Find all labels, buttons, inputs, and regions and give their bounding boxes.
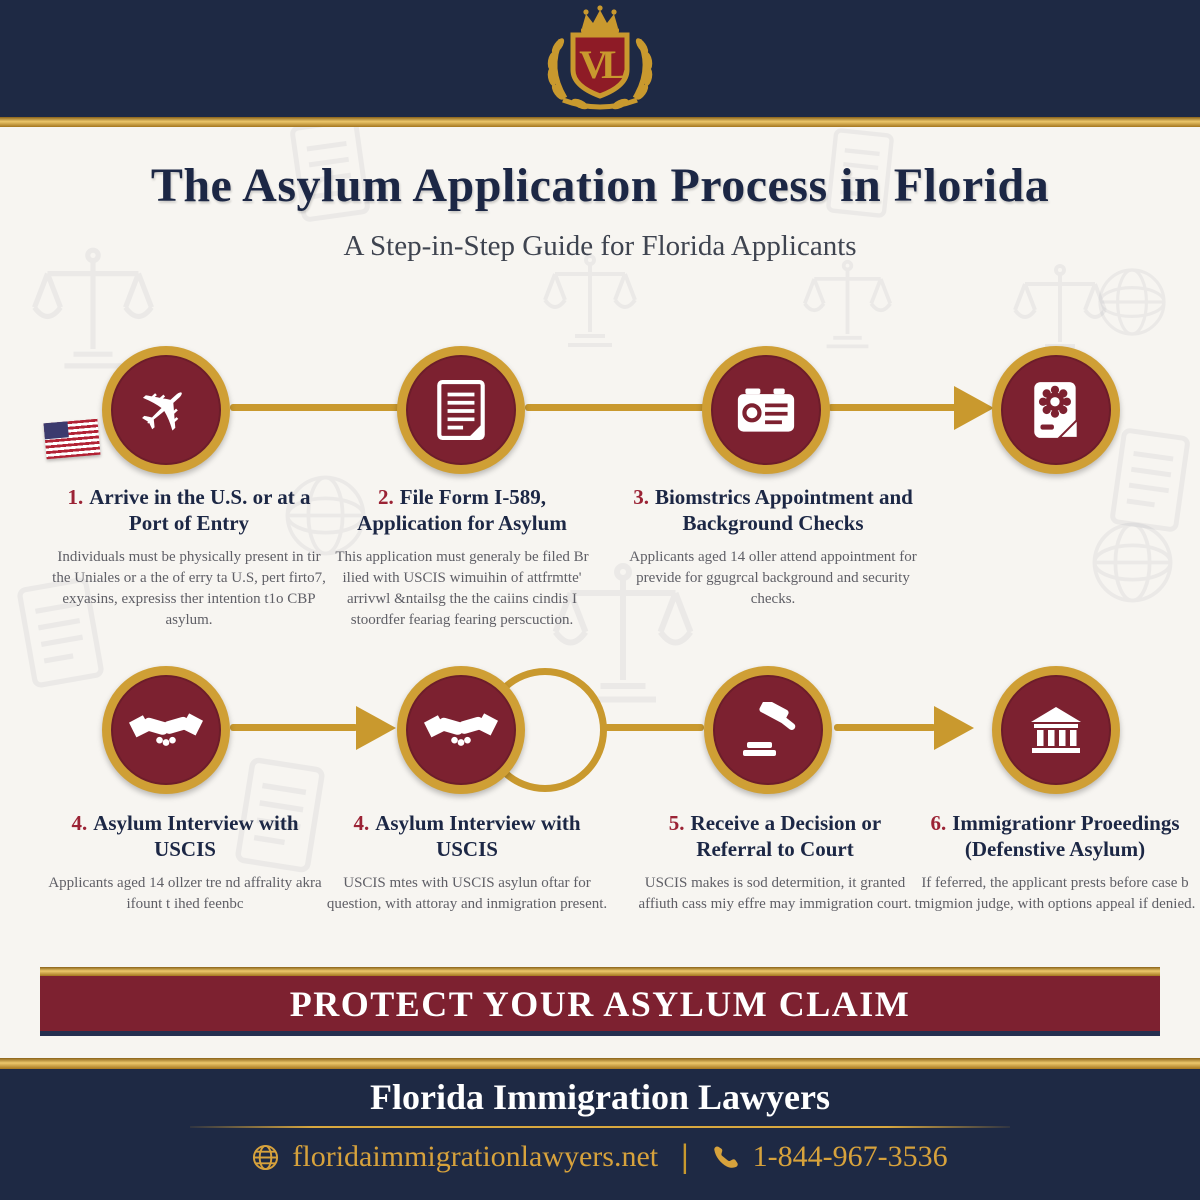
courthouse-icon [1031,707,1081,753]
step-title: 5.Receive a Decision or Referral to Cour… [668,811,882,862]
handshake-icon [129,713,203,746]
banner-gold-trim [40,967,1160,976]
document-icon [437,380,485,440]
phone-number[interactable]: 1-844-967-3536 [752,1140,948,1173]
step-block: 1.Arrive in the U.S. or at a Port of Ent… [48,484,330,632]
header-gold-divider [0,117,1200,127]
header-band: VL [0,0,1200,117]
step-block: 4.Asylum Interview with USCIS USCIS mtes… [322,810,612,915]
step-number: 4. [71,811,88,835]
step-block: 4.Asylum Interview with USCIS Applicants… [45,810,325,915]
step-circle-passport [992,346,1120,474]
step-block: 6.Immigrationr Proeedings (Defenstive As… [913,810,1197,915]
passport-icon [1034,382,1079,439]
firm-name: Florida Immigration Lawyers [370,1077,830,1117]
step-description: USCIS mtes with USCIS asylun oftar for q… [326,874,608,912]
globe-icon [253,1144,279,1170]
step-circle-biometrics [702,346,830,474]
step-number: 4. [353,811,370,835]
step-circle-court [992,666,1120,794]
step-description: Applicants aged 14 oller attend appointm… [629,548,917,608]
step-block: 3.Biomstrics Appointment and Background … [628,484,918,610]
airplane-icon: ✈ [121,364,211,456]
step-circle-arrive: ✈ [102,346,230,474]
us-flag-icon [43,418,101,460]
step-description: If feferred, the applicant prests before… [914,874,1196,912]
connector-line [230,724,358,731]
arrow-icon [356,706,396,750]
arrow-icon [934,706,974,750]
arrow-icon [954,386,994,430]
id-badge-icon [737,388,795,432]
page-title: The Asylum Application Process in Florid… [150,159,1050,212]
footer-rule [190,1126,1010,1128]
connector-line [834,724,936,731]
globe-watermark-icon [1092,262,1172,342]
connector-line [604,724,704,731]
step-title: 2.File Form I-589, Application for Asylu… [357,485,567,536]
step-number: 2. [377,485,394,509]
step-circle-file-form [397,346,525,474]
step-block: 5.Receive a Decision or Referral to Cour… [630,810,920,915]
phone-icon [713,1146,738,1168]
step-title: 4.Asylum Interview with USCIS [353,811,581,862]
step-number: 5. [668,811,685,835]
firm-crest-logo: VL [547,5,653,110]
step-circle-interview [397,666,525,794]
step-block: 2.File Form I-589, Application for Asylu… [328,484,596,632]
scales-watermark-icon [800,258,895,353]
gavel-icon [743,702,796,756]
globe-watermark-icon [1085,515,1180,610]
step-description: This application must generaly be filed … [335,548,589,629]
logo-monogram: VL [579,42,626,87]
page-subtitle: A Step-in-Step Guide for Florida Applica… [343,230,857,262]
step-number: 3. [633,485,649,509]
footer-gold-divider [0,1058,1200,1069]
step-description: USCIS makes is sod determition, it grant… [638,874,912,912]
step-circle-decision [704,666,832,794]
handshake-icon [424,713,498,746]
scales-watermark-icon [540,252,640,352]
website-link[interactable]: floridaimmigrationlawyers.net [292,1140,659,1173]
step-description: Applicants aged 14 ollzer tre nd affrali… [48,874,322,912]
step-title: 3.Biomstrics Appointment and Background … [633,485,913,536]
connector-line [230,404,400,411]
contact-row: floridaimmigrationlawyers.net | 1-844-96… [0,1138,1200,1176]
step-number: 6. [930,811,947,835]
cta-banner: PROTECT YOUR ASYLUM CLAIM [40,976,1160,1036]
step-description: Individuals must be physically present i… [52,548,326,629]
step-title: 1.Arrive in the U.S. or at a Port of Ent… [67,485,311,536]
step-title: 6.Immigrationr Proeedings (Defenstive As… [930,811,1180,862]
cta-banner-text: PROTECT YOUR ASYLUM CLAIM [289,983,911,1024]
footer-band [0,1069,1200,1200]
connector-line [828,404,958,411]
step-circle-interview [102,666,230,794]
connector-line [525,404,705,411]
step-number: 1. [67,485,84,509]
step-title: 4.Asylum Interview with USCIS [71,811,299,862]
contact-separator: | [681,1138,689,1175]
